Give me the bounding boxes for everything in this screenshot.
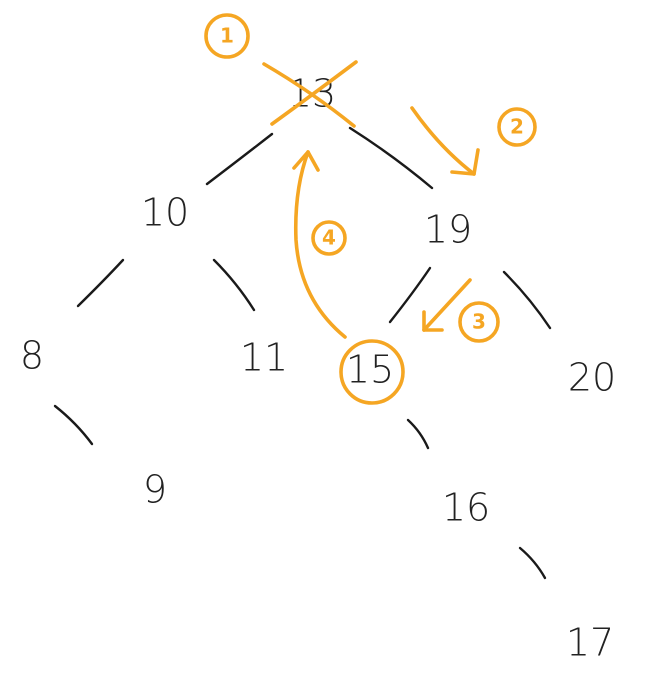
- arrow-step-4-head: [292, 150, 320, 172]
- arrow-step-3-head: [422, 310, 444, 332]
- node-9: 9: [143, 468, 167, 512]
- edges-layer: [53, 126, 552, 580]
- step-badge-2: 2: [497, 107, 537, 147]
- delete-cross-stroke-2: [270, 60, 358, 126]
- edge-n19-n15: [388, 266, 432, 324]
- edge-n13-n19: [348, 126, 434, 190]
- arrow-step-2-head: [450, 148, 480, 176]
- edge-n19-n20: [502, 270, 552, 330]
- step-number-3: 3: [472, 310, 486, 334]
- node-15: 15: [346, 348, 394, 392]
- step-number-2: 2: [510, 115, 524, 139]
- edge-n16-n17: [518, 546, 547, 580]
- step-badge-4: 4: [311, 220, 347, 256]
- node-8: 8: [20, 334, 44, 378]
- node-16: 16: [442, 486, 490, 530]
- edge-n15-n16: [406, 418, 430, 450]
- delete-cross-stroke-1: [262, 62, 356, 128]
- step-badge-3: 3: [458, 301, 500, 343]
- edge-n10-n8: [76, 258, 125, 308]
- step-number-4: 4: [322, 226, 336, 250]
- step-badge-ring: [497, 107, 537, 147]
- arrow-step-4: [292, 150, 347, 339]
- node-20: 20: [568, 356, 616, 400]
- step-badge-ring: [458, 301, 500, 343]
- edge-n13-n10: [205, 132, 274, 186]
- node-17: 17: [566, 621, 614, 665]
- arrow-step-4-shaft: [293, 150, 347, 339]
- arrow-step-3-shaft: [422, 278, 472, 332]
- edge-n10-n11: [212, 258, 256, 312]
- arrow-step-2-shaft: [410, 106, 476, 176]
- highlight-circle-15: [339, 339, 405, 405]
- step-badge-1: 1: [204, 13, 250, 59]
- arrow-step-2: [410, 106, 480, 176]
- step-badge-ring: [204, 13, 250, 59]
- step-number-1: 1: [220, 24, 234, 48]
- edge-n8-n9: [53, 404, 94, 446]
- annotation-layer: 1 2 3 4: [204, 13, 537, 405]
- arrow-step-3: [422, 278, 472, 332]
- node-10: 10: [141, 191, 189, 235]
- node-11: 11: [240, 336, 288, 380]
- node-19: 19: [424, 208, 472, 252]
- step-badge-ring: [311, 220, 347, 256]
